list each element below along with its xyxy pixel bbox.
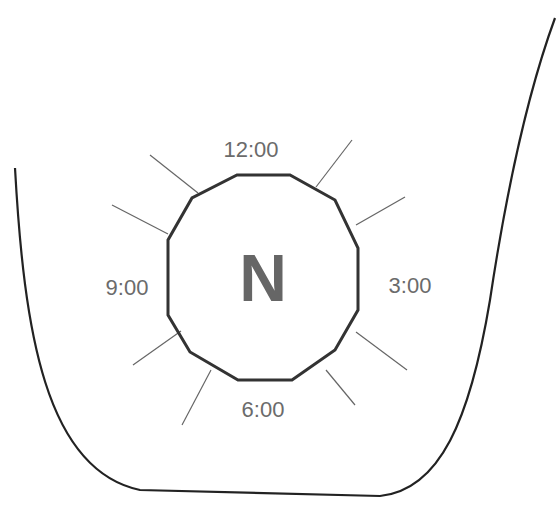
clock-position-label: 9:00 [106, 277, 149, 299]
clock-ticks [112, 140, 407, 425]
breast-outline [15, 18, 555, 496]
clock-position-label: 12:00 [223, 139, 278, 161]
nipple-clock-face: N [163, 170, 363, 385]
nipple-label: N [239, 245, 287, 311]
clock-position-label: 6:00 [242, 399, 285, 421]
clock-position-label: 3:00 [389, 275, 432, 297]
